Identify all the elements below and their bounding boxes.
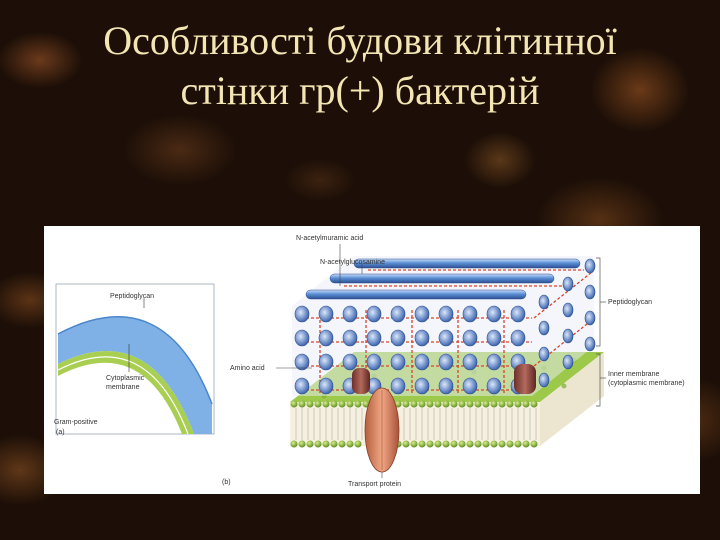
label-membrane-a: membrane	[106, 384, 140, 391]
panel-a-letter: (a)	[56, 429, 65, 436]
panel-b: N-acetylmuramic acid N-acetylglucosamine…	[222, 235, 685, 488]
title-line-1: Особливості будови клітинної	[103, 18, 617, 63]
peptidoglycan-layer	[58, 316, 212, 434]
label-peptidoglycan-a: Peptidoglycan	[110, 293, 154, 300]
label-inner-membrane: Inner membrane	[608, 371, 659, 378]
cell-wall-diagram: Peptidoglycan Cytoplasmic membrane Gram-…	[54, 235, 685, 488]
title-line-2: стінки гр(+) бактерій	[180, 68, 540, 113]
label-n-acetylmuramic: N-acetylmuramic acid	[296, 235, 363, 242]
panel-a: Peptidoglycan Cytoplasmic membrane Gram-…	[54, 283, 215, 436]
label-transport-protein: Transport protein	[348, 481, 401, 488]
membrane-proteins	[352, 364, 536, 473]
cell-wall-figure: Peptidoglycan Cytoplasmic membrane Gram-…	[44, 226, 700, 494]
label-n-acetylglucosamine: N-acetylglucosamine	[320, 259, 385, 266]
panel-b-letter: (b)	[222, 479, 231, 486]
leader-lines	[276, 244, 383, 478]
slide-title: Особливості будови клітинної стінки гр(+…	[0, 16, 720, 116]
label-gram-positive: Gram-positive	[54, 419, 98, 426]
peptidoglycan-lattice	[292, 256, 596, 396]
brackets	[596, 257, 606, 407]
label-cytoplasmic-a: Cytoplasmic	[106, 375, 145, 382]
label-cytoplasmic-membrane-b: (cytoplasmic membrane)	[608, 380, 685, 387]
label-peptidoglycan-b: Peptidoglycan	[608, 299, 652, 306]
label-amino-acid: Amino acid	[230, 365, 265, 372]
